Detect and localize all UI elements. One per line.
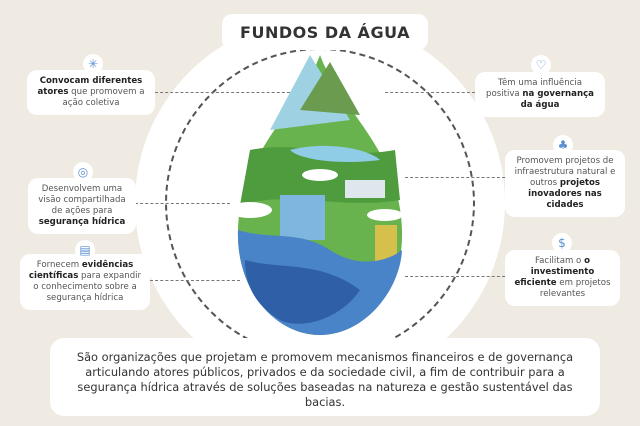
connector-line <box>385 92 475 93</box>
connector-line <box>135 203 230 204</box>
document-icon: ▤ <box>75 240 95 260</box>
connector-line <box>405 276 505 277</box>
info-box-governance: Têm uma influência positiva na governanç… <box>475 72 605 117</box>
description-box: São organizações que projetam e promovem… <box>50 338 600 416</box>
connector-line <box>150 280 240 281</box>
info-box-natural-infrastructure: Promovem projetos de infraestrutura natu… <box>505 150 625 217</box>
connector-line <box>155 92 295 93</box>
info-box-shared-vision: Desenvolvem uma visão compartilhada de a… <box>28 178 136 234</box>
info-box-collective-action: Convocam diferentes atores que promovem … <box>27 70 155 115</box>
info-box-scientific-evidence: Fornecem evidências científicas para exp… <box>20 254 150 310</box>
page-title: FUNDOS DA ÁGUA <box>222 14 428 50</box>
target-icon: ◎ <box>73 162 93 182</box>
money-bag-icon: $ <box>552 233 572 253</box>
network-icon: ✳ <box>83 54 103 74</box>
tree-hand-icon: ♣ <box>553 135 573 155</box>
info-box-investment: Facilitam o o investimento eficiente em … <box>505 250 620 306</box>
handshake-heart-icon: ♡ <box>531 55 551 75</box>
connector-line <box>405 177 505 178</box>
